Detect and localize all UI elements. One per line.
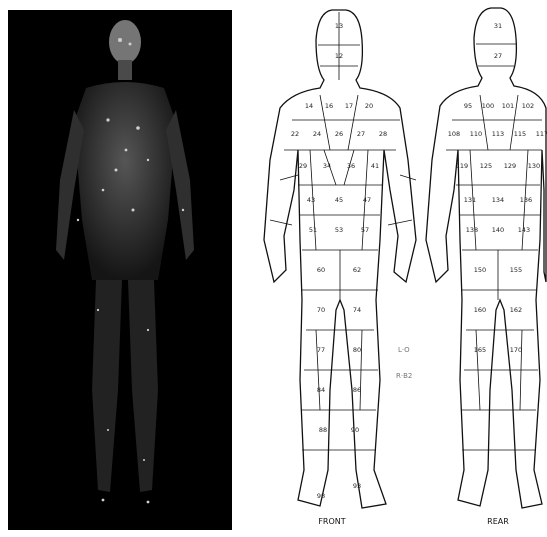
front-label: FRONT — [318, 517, 345, 526]
rear-zone-number: 129 — [504, 162, 516, 170]
rear-zone-number: 170 — [510, 346, 522, 354]
front-zone-number: 47 — [363, 196, 371, 204]
front-zone-number: 20 — [365, 102, 373, 110]
rear-zone-number: 140 — [492, 226, 504, 234]
rear-zone-number: 150 — [474, 266, 486, 274]
mark-lower: R·B2 — [396, 372, 412, 380]
front-zone-number: 62 — [353, 266, 361, 274]
front-zone-number: 26 — [335, 130, 343, 138]
front-zone-number: 98 — [317, 492, 325, 500]
front-zone-number: 41 — [371, 162, 379, 170]
rear-zone-number: 115 — [514, 130, 526, 138]
front-zone-number: 80 — [353, 346, 361, 354]
rear-zone-number: 113 — [492, 130, 504, 138]
rear-zone-number: 31 — [494, 22, 502, 30]
front-zone-number: 88 — [319, 426, 327, 434]
rear-zone-number: 160 — [474, 306, 486, 314]
rear-zone-number: 131 — [464, 196, 476, 204]
rear-zone-number: 165 — [474, 346, 486, 354]
rear-label: REAR — [487, 517, 509, 526]
rear-zone-number: 102 — [522, 102, 534, 110]
front-zone-number: 13 — [335, 22, 343, 30]
rear-zone-number: 138 — [466, 226, 478, 234]
rear-zone-number: 119 — [456, 162, 468, 170]
rear-zone-number: 136 — [520, 196, 532, 204]
rear-zone-number: 108 — [448, 130, 460, 138]
rear-zone-number: 95 — [464, 102, 472, 110]
front-zone-number: 16 — [325, 102, 333, 110]
rear-zone-number: 101 — [502, 102, 514, 110]
rear-figure — [426, 8, 546, 508]
front-zone-number: 51 — [309, 226, 317, 234]
manikin-photo — [8, 10, 232, 530]
front-zone-number: 36 — [347, 162, 355, 170]
front-zone-number: 90 — [351, 426, 359, 434]
body-zone-diagram: 13 12 14 16 17 20 22 24 26 27 28 29 34 36 41 43 45 47 51 53… — [240, 0, 547, 537]
rear-zone-number: 143 — [518, 226, 530, 234]
rear-zone-number: 100 — [482, 102, 494, 110]
front-zone-number: 29 — [299, 162, 307, 170]
front-zone-number: 43 — [307, 196, 315, 204]
front-zone-number: 24 — [313, 130, 321, 138]
manikin-silhouette — [8, 10, 232, 530]
front-zone-number: 57 — [361, 226, 369, 234]
rear-zone-number: 134 — [492, 196, 504, 204]
rear-zone-number: 130 — [528, 162, 540, 170]
front-zone-number: 17 — [345, 102, 353, 110]
front-zone-number: 53 — [335, 226, 343, 234]
front-zone-number: 27 — [357, 130, 365, 138]
front-zone-number: 22 — [291, 130, 299, 138]
front-zone-number: 34 — [323, 162, 331, 170]
rear-zone-number: 117 — [536, 130, 547, 138]
front-zone-number: 28 — [379, 130, 387, 138]
front-zone-number: 45 — [335, 196, 343, 204]
mark-upper: L·O — [398, 346, 410, 354]
rear-zone-number: 162 — [510, 306, 522, 314]
rear-zone-number: 125 — [480, 162, 492, 170]
rear-zone-number: 155 — [510, 266, 522, 274]
front-zone-number: 84 — [317, 386, 325, 394]
rear-zone-number: 27 — [494, 52, 502, 60]
front-zone-number: 60 — [317, 266, 325, 274]
front-zone-number: 12 — [335, 52, 343, 60]
front-zone-number: 93 — [353, 482, 361, 490]
front-zone-number: 77 — [317, 346, 325, 354]
rear-zone-number: 110 — [470, 130, 482, 138]
front-zone-number: 86 — [353, 386, 361, 394]
front-zone-number: 74 — [353, 306, 361, 314]
front-zone-number: 14 — [305, 102, 313, 110]
front-zone-number: 70 — [317, 306, 325, 314]
